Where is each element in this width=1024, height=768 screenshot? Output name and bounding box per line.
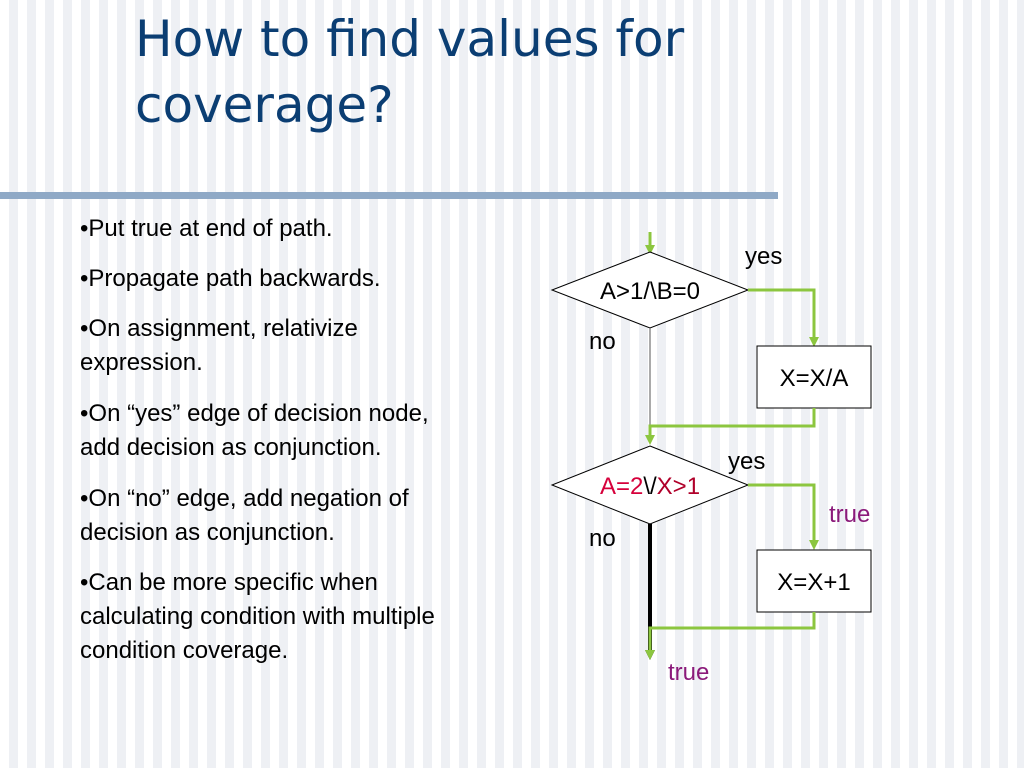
- bullet-mark: •: [80, 265, 89, 292]
- bullet-mark: •: [80, 569, 89, 596]
- bullet-mark: •: [80, 215, 89, 242]
- decision-2-yes-edge: [748, 483, 819, 550]
- process-box-2-label: X=X+1: [777, 569, 850, 596]
- decision-2-yes-label: yes: [728, 448, 765, 475]
- bullet-mark: •: [80, 400, 89, 427]
- decision-2-label: A=2\/X>1: [600, 473, 700, 500]
- bullet-item: •Put true at end of path.: [80, 212, 475, 246]
- process-box-1: [756, 345, 872, 409]
- decision-1-yes-label: yes: [745, 243, 782, 270]
- decision-1-yes-edge: [748, 288, 819, 347]
- bullet-text: Propagate path backwards.: [88, 265, 381, 292]
- bullet-item: •On “yes” edge of decision node, add dec…: [80, 397, 475, 465]
- bullet-text: On “yes” edge of decision node, add deci…: [80, 400, 429, 461]
- decision-2-true-label: true: [829, 501, 870, 528]
- bullet-mark: •: [80, 315, 89, 342]
- box-2-merge-edge: [645, 612, 816, 660]
- end-true-label: true: [668, 659, 709, 686]
- process-box-1-label: X=X/A: [780, 365, 849, 392]
- slide-title: How to find values for coverage?: [135, 6, 895, 138]
- bullet-text: Can be more specific when calculating co…: [80, 569, 435, 664]
- process-box-2: [756, 549, 872, 613]
- decision-2-label-part-2: \/: [643, 473, 657, 500]
- bullet-item: •Propagate path backwards.: [80, 262, 475, 296]
- title-divider: [0, 192, 778, 199]
- bullet-item: •On “no” edge, add negation of decision …: [80, 482, 475, 550]
- decision-1-label: A>1/\B=0: [600, 278, 700, 305]
- bullet-text: Put true at end of path.: [88, 215, 333, 242]
- decision-1-no-label: no: [589, 328, 616, 355]
- bullet-list: •Put true at end of path. •Propagate pat…: [80, 212, 475, 685]
- bullet-item: •On assignment, relativize expression.: [80, 312, 475, 380]
- decision-2-no-label: no: [589, 525, 616, 552]
- bullet-text: On “no” edge, add negation of decision a…: [80, 485, 409, 546]
- bullet-mark: •: [80, 485, 89, 512]
- title-line-2: coverage?: [135, 76, 394, 134]
- box-1-merge-edge: [645, 408, 816, 445]
- decision-2-label-part-3: X>1: [657, 473, 700, 500]
- bullet-text: On assignment, relativize expression.: [80, 315, 358, 376]
- title-line-1: How to find values for: [135, 10, 685, 68]
- decision-2-label-part-1: A=2: [600, 473, 643, 500]
- bullet-item: •Can be more specific when calculating c…: [80, 566, 475, 668]
